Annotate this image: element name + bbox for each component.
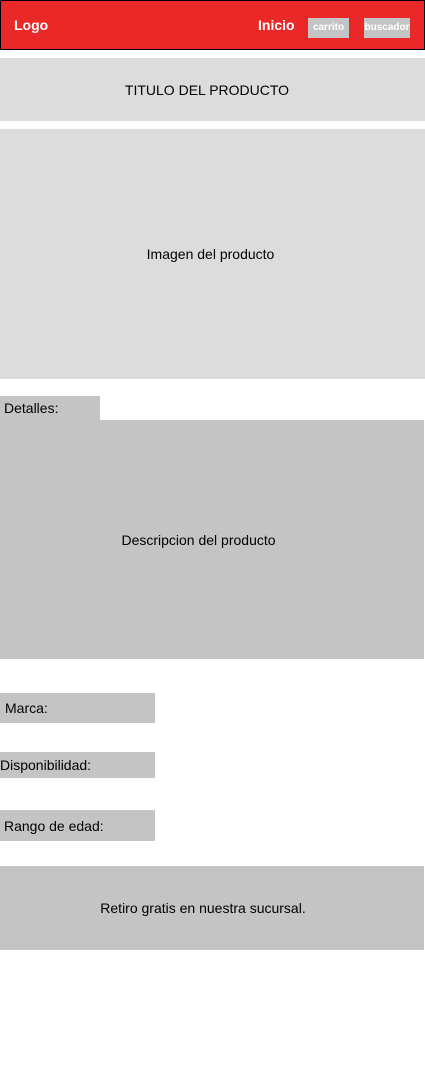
product-title-section: TITULO DEL PRODUCTO bbox=[0, 58, 425, 121]
pickup-notice-section: Retiro gratis en nuestra sucursal. bbox=[0, 866, 424, 950]
product-title: TITULO DEL PRODUCTO bbox=[124, 81, 290, 98]
pickup-notice: Retiro gratis en nuestra sucursal. bbox=[100, 900, 306, 916]
nav-link-inicio[interactable]: Inicio bbox=[258, 17, 295, 33]
cart-button[interactable]: carrito bbox=[308, 18, 349, 38]
logo[interactable]: Logo bbox=[14, 17, 49, 33]
product-description-section: Descripcion del producto bbox=[0, 420, 424, 659]
product-description: Descripcion del producto bbox=[121, 531, 276, 548]
product-image-label: Imagen del producto bbox=[146, 246, 275, 262]
brand-label: Marca: bbox=[0, 693, 155, 723]
availability-label: Disponibilidad: bbox=[0, 752, 155, 778]
availability-label-text: Disponibilidad: bbox=[0, 757, 92, 773]
search-button[interactable]: buscador bbox=[364, 18, 410, 38]
details-label: Detalles: bbox=[0, 396, 100, 420]
details-label-text: Detalles: bbox=[4, 400, 59, 416]
age-range-label-text: Rango de edad: bbox=[4, 817, 104, 834]
brand-label-text: Marca: bbox=[5, 700, 48, 716]
top-header: Logo Inicio carrito buscador bbox=[0, 0, 425, 50]
age-range-label: Rango de edad: bbox=[0, 810, 155, 841]
product-image-placeholder[interactable]: Imagen del producto bbox=[0, 129, 425, 379]
